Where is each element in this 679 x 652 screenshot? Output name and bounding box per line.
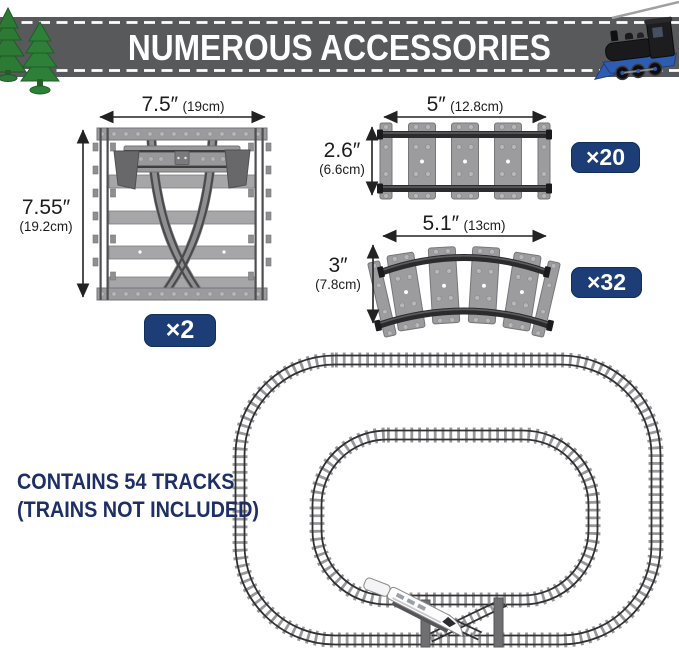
curved-count-badge: ×32	[571, 267, 642, 298]
straight-width-inches: 5″	[426, 93, 446, 116]
banner-title-text: NUMEROUS ACCESSORIES	[127, 27, 552, 68]
straight-width-label: 5″ (12.8cm)	[384, 93, 546, 117]
curved-height-label: 3″ (7.8cm)	[307, 254, 369, 293]
white-train-icon	[363, 577, 464, 638]
straight-track-image	[377, 122, 552, 200]
curved-height-inches: 3″	[328, 254, 348, 277]
straight-height-label: 2.6″ (6.6cm)	[311, 139, 373, 178]
switch-height-label: 7.55″ (19.2cm)	[10, 196, 82, 235]
curved-track-image	[367, 246, 561, 338]
contents-note: CONTAINS 54 TRACKS (TRAINS NOT INCLUDED)	[17, 468, 259, 523]
switch-width-inches: 7.5″	[141, 93, 179, 116]
y-switch-track-image	[92, 127, 272, 302]
straight-height-metric: (6.6cm)	[319, 162, 365, 177]
dimension-arrows	[76, 110, 547, 324]
straight-height-inches: 2.6″	[323, 139, 361, 162]
oval-track-layout-image	[232, 352, 664, 648]
switch-height-inches: 7.55″	[21, 196, 71, 219]
switch-width-metric: (19cm)	[182, 99, 225, 114]
toy-locomotive-icon	[593, 0, 679, 81]
banner-title: NUMEROUS ACCESSORIES	[0, 29, 679, 67]
curved-width-inches: 5.1″	[422, 212, 460, 235]
header-band	[0, 17, 679, 77]
curved-width-metric: (13cm)	[463, 218, 506, 233]
straight-width-metric: (12.8cm)	[450, 99, 504, 114]
switch-count-badge: ×2	[144, 314, 216, 347]
pine-trees-icon	[0, 6, 60, 95]
switch-height-metric: (19.2cm)	[19, 219, 73, 234]
straight-count-badge: ×20	[571, 142, 640, 173]
curved-width-label: 5.1″ (13cm)	[382, 212, 546, 236]
switch-width-label: 7.5″ (19cm)	[98, 93, 268, 117]
contents-note-line2: (TRAINS NOT INCLUDED)	[17, 496, 259, 522]
curved-height-metric: (7.8cm)	[315, 277, 361, 292]
contents-note-line1: CONTAINS 54 TRACKS	[17, 469, 235, 494]
